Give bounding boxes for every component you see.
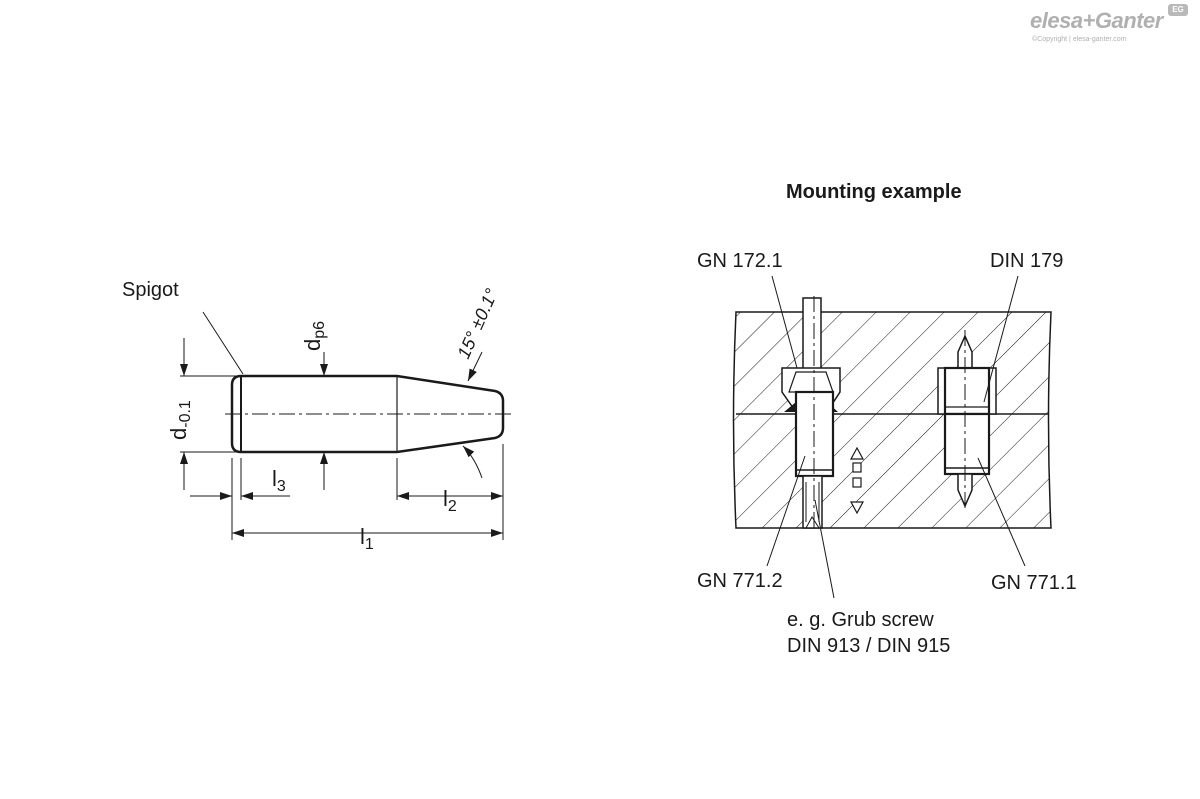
leader-din179 <box>983 275 1019 403</box>
left-assembly <box>781 296 841 532</box>
down-arrow-icon <box>849 501 865 515</box>
mounting-title: Mounting example <box>786 181 962 203</box>
pin-outline <box>230 374 505 454</box>
spigot-label: Spigot <box>122 279 179 301</box>
leader-gn7712 <box>766 455 806 567</box>
plate-outline <box>732 311 1052 529</box>
right-assembly <box>937 330 997 512</box>
logo-wordmark: elesa+Ganter <box>1030 8 1163 33</box>
leader-gn1721 <box>771 275 798 369</box>
dp6-label: dp6 <box>300 321 328 351</box>
label-gn7712: GN 771.2 <box>697 570 783 592</box>
pin-labels: Spigot d-0.1 dp6 l3 l2 l1 15° ±0.1° <box>122 279 502 553</box>
brand-logo: elesa+Ganter EG ©Copyright | elesa-gante… <box>1030 4 1190 48</box>
label-gn1721: GN 172.1 <box>697 250 783 272</box>
leader-lines <box>766 275 1026 599</box>
spigot-leader <box>202 311 244 375</box>
angle-label: 15° ±0.1° <box>453 286 502 362</box>
leader-gn7711 <box>977 457 1026 567</box>
logo-copyright: ©Copyright | elesa-ganter.com <box>1032 36 1127 43</box>
l1-label: l1 <box>360 524 374 553</box>
mounting-drawing <box>732 275 1052 599</box>
l2-label: l2 <box>443 486 457 515</box>
label-gn7711: GN 771.1 <box>991 572 1077 594</box>
direction-indicator <box>849 446 865 515</box>
label-grub-din: DIN 913 / DIN 915 <box>787 635 951 657</box>
plate-hatch <box>733 312 1051 528</box>
angle-arc <box>462 445 483 479</box>
angle-arrow-top <box>467 351 483 382</box>
label-din179: DIN 179 <box>990 250 1064 272</box>
logo-badge: EG <box>1168 4 1188 16</box>
l3-label: l3 <box>272 466 286 495</box>
leader-grub <box>814 499 835 599</box>
label-grub-screw: e. g. Grub screw <box>787 609 934 631</box>
up-arrow-icon <box>849 446 865 460</box>
d-tol-label: d-0.1 <box>166 400 194 440</box>
pin-drawing <box>180 311 515 540</box>
